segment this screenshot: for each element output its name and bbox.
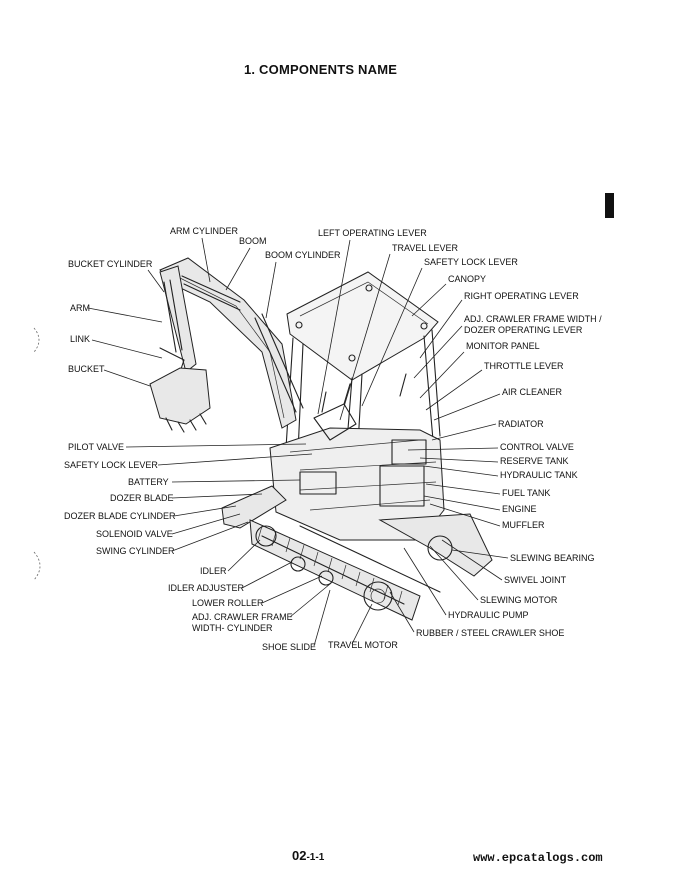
section-tab-marker	[605, 193, 614, 218]
label-lower-roller: LOWER ROLLER	[192, 598, 264, 608]
label-adj-crawler-frame-width-1: ADJ. CRAWLER FRAME WIDTH /	[464, 314, 602, 324]
binder-hole-mark-bottom	[33, 551, 41, 581]
label-idler-adjuster: IDLER ADJUSTER	[168, 583, 245, 593]
excavator-illustration	[149, 257, 493, 621]
label-dozer-blade: DOZER BLADE	[110, 493, 174, 503]
idler-wheel	[255, 525, 277, 547]
label-safety-lock-lever-right: SAFETY LOCK LEVER	[424, 257, 518, 267]
page-number: 02-1-1	[292, 848, 324, 863]
page-title: 1. COMPONENTS NAME	[244, 62, 398, 77]
label-slewing-motor: SLEWING MOTOR	[480, 595, 558, 605]
crawler-track-left	[249, 519, 421, 621]
label-bucket: BUCKET	[68, 364, 105, 374]
label-idler: IDLER	[200, 566, 227, 576]
label-monitor-panel: MONITOR PANEL	[466, 341, 540, 351]
website-link[interactable]: www.epcatalogs.com	[473, 851, 603, 865]
label-safety-lock-lever-left: SAFETY LOCK LEVER	[64, 460, 158, 470]
bucket-shape	[149, 367, 211, 425]
label-muffler: MUFFLER	[502, 520, 545, 530]
label-hydraulic-pump: HYDRAULIC PUMP	[448, 610, 529, 620]
label-arm-cylinder: ARM CYLINDER	[170, 226, 239, 236]
label-solenoid-valve: SOLENOID VALVE	[96, 529, 173, 539]
label-battery: BATTERY	[128, 477, 169, 487]
label-bucket-cylinder: BUCKET CYLINDER	[68, 259, 153, 269]
label-swing-cylinder: SWING CYLINDER	[96, 546, 175, 556]
bucket-cylinder-shape	[163, 279, 183, 353]
label-adj-crawler-frame-cyl-2: WIDTH- CYLINDER	[192, 623, 273, 633]
label-left-operating-lever: LEFT OPERATING LEVER	[318, 228, 427, 238]
label-rubber-steel-crawler-shoe: RUBBER / STEEL CRAWLER SHOE	[416, 628, 564, 638]
label-right-operating-lever: RIGHT OPERATING LEVER	[464, 291, 579, 301]
label-adj-crawler-frame-cyl-1: ADJ. CRAWLER FRAME	[192, 612, 293, 622]
label-hydraulic-tank: HYDRAULIC TANK	[500, 470, 578, 480]
label-control-valve: CONTROL VALVE	[500, 442, 574, 452]
page-number-sub: -1-1	[306, 852, 325, 863]
battery-block	[299, 471, 337, 495]
label-reserve-tank: RESERVE TANK	[500, 456, 569, 466]
label-throttle-lever: THROTTLE LEVER	[484, 361, 564, 371]
upper-structure	[269, 427, 445, 541]
page-number-main: 02	[292, 848, 307, 863]
arm-cylinder-shape	[181, 275, 241, 311]
label-air-cleaner: AIR CLEANER	[502, 387, 563, 397]
boom-cylinder-shape	[254, 313, 304, 413]
canopy-roof	[286, 271, 439, 381]
binder-hole-mark-top	[33, 327, 40, 353]
label-shoe-slide: SHOE SLIDE	[262, 642, 316, 652]
label-radiator: RADIATOR	[498, 419, 544, 429]
label-slewing-bearing: SLEWING BEARING	[510, 553, 595, 563]
label-swivel-joint: SWIVEL JOINT	[504, 575, 567, 585]
label-travel-motor: TRAVEL MOTOR	[328, 640, 398, 650]
callout-labels: ARM CYLINDER BOOM BOOM CYLINDER BUCKET C…	[64, 226, 602, 652]
label-boom-cylinder: BOOM CYLINDER	[265, 250, 341, 260]
label-travel-lever: TRAVEL LEVER	[392, 243, 459, 253]
crawler-frame	[261, 525, 441, 605]
label-link: LINK	[70, 334, 90, 344]
dozer-blade-shape	[221, 485, 287, 529]
crawler-track-right	[378, 513, 493, 577]
label-boom: BOOM	[239, 236, 267, 246]
arm-shape	[159, 265, 197, 373]
leader-lines	[87, 237, 509, 647]
slewing-bearing-ring	[427, 535, 453, 561]
label-canopy: CANOPY	[448, 274, 486, 284]
lower-roller-1	[290, 556, 306, 572]
label-engine: ENGINE	[502, 504, 537, 514]
label-arm: ARM	[70, 303, 90, 313]
engine-block	[379, 465, 425, 507]
operating-levers	[321, 373, 407, 413]
hydraulic-tank-block	[391, 439, 427, 465]
label-fuel-tank: FUEL TANK	[502, 488, 550, 498]
lower-roller-2	[318, 570, 334, 586]
label-adj-crawler-frame-width-2: DOZER OPERATING LEVER	[464, 325, 583, 335]
operator-seat	[313, 403, 357, 441]
label-dozer-blade-cylinder: DOZER BLADE CYLINDER	[64, 511, 176, 521]
label-pilot-valve: PILOT VALVE	[68, 442, 124, 452]
